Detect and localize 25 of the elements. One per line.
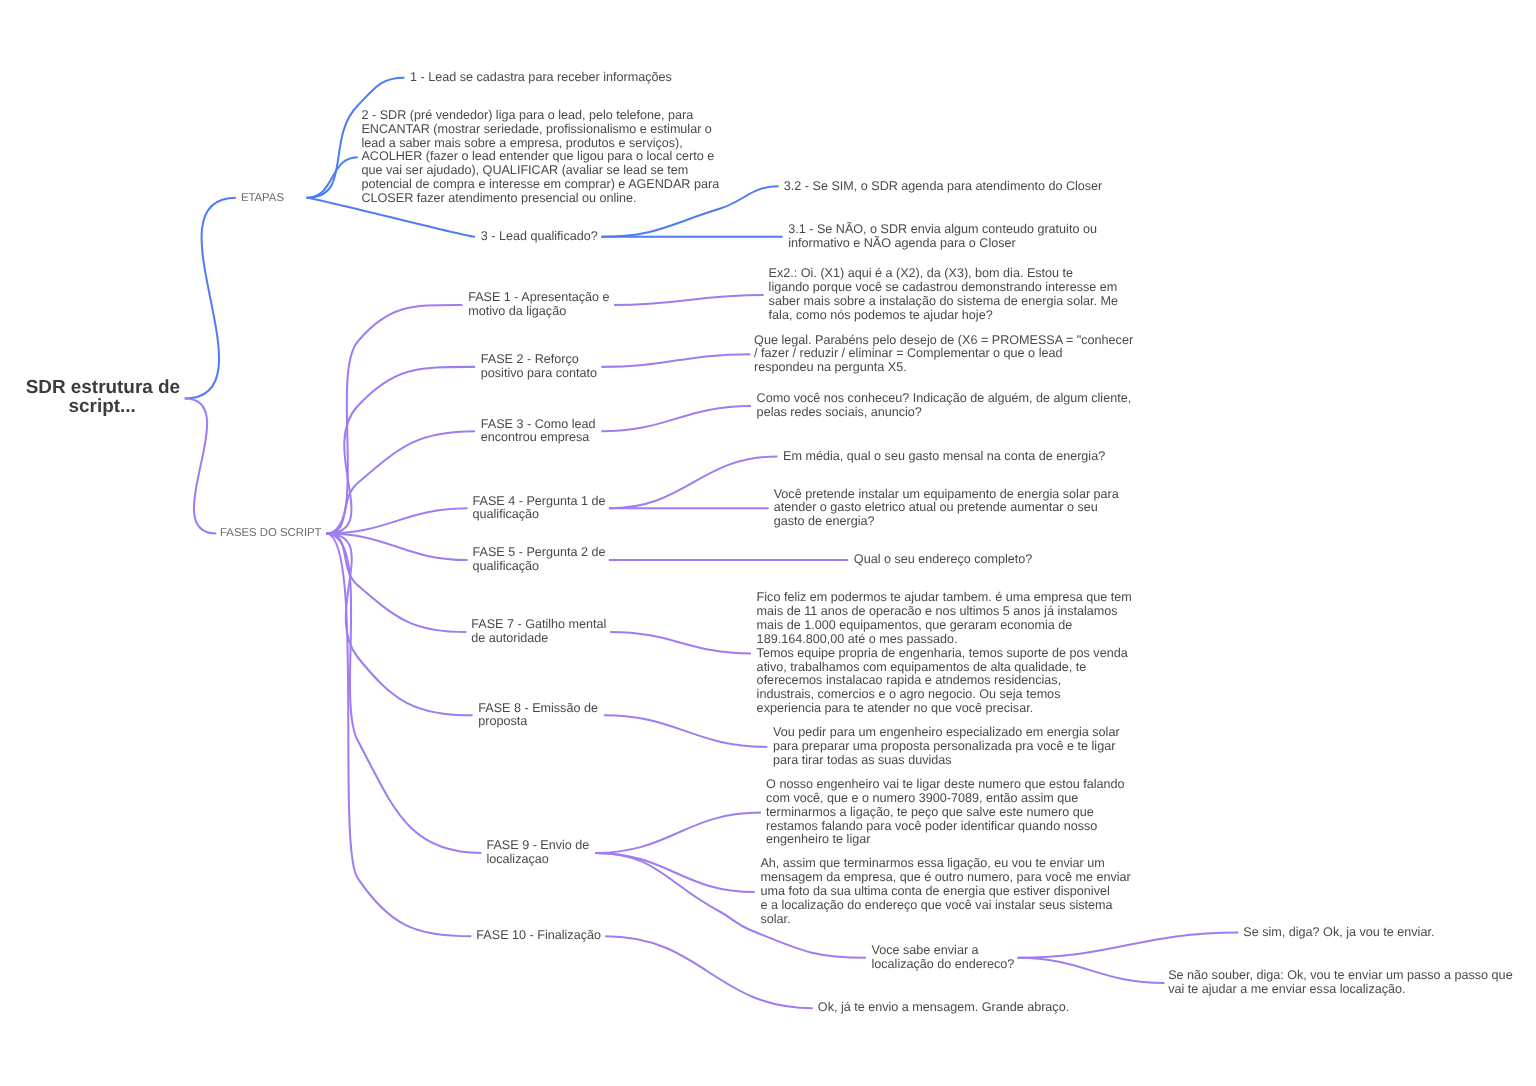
connector: [601, 353, 751, 368]
connector: [1017, 956, 1165, 984]
connector: [603, 714, 768, 748]
connector: [326, 532, 473, 717]
connector: [184, 196, 237, 400]
connector: [306, 196, 476, 238]
connector: [605, 935, 813, 1010]
connector: [306, 76, 405, 199]
connector: [325, 532, 472, 938]
connector: [613, 293, 764, 307]
connector: [326, 365, 476, 535]
connector: [326, 507, 468, 535]
connector: [608, 559, 849, 562]
connector: [608, 455, 778, 510]
node-text: SDR estrutura de script...: [25, 377, 181, 419]
connector: [601, 405, 751, 433]
connector: [325, 532, 482, 854]
connector: [326, 430, 476, 535]
connector: [184, 397, 217, 535]
connector: [595, 851, 866, 959]
connector: [601, 235, 783, 238]
connector: [610, 631, 751, 655]
connector: [306, 156, 358, 199]
connector: [325, 304, 463, 535]
connector: [608, 507, 769, 510]
